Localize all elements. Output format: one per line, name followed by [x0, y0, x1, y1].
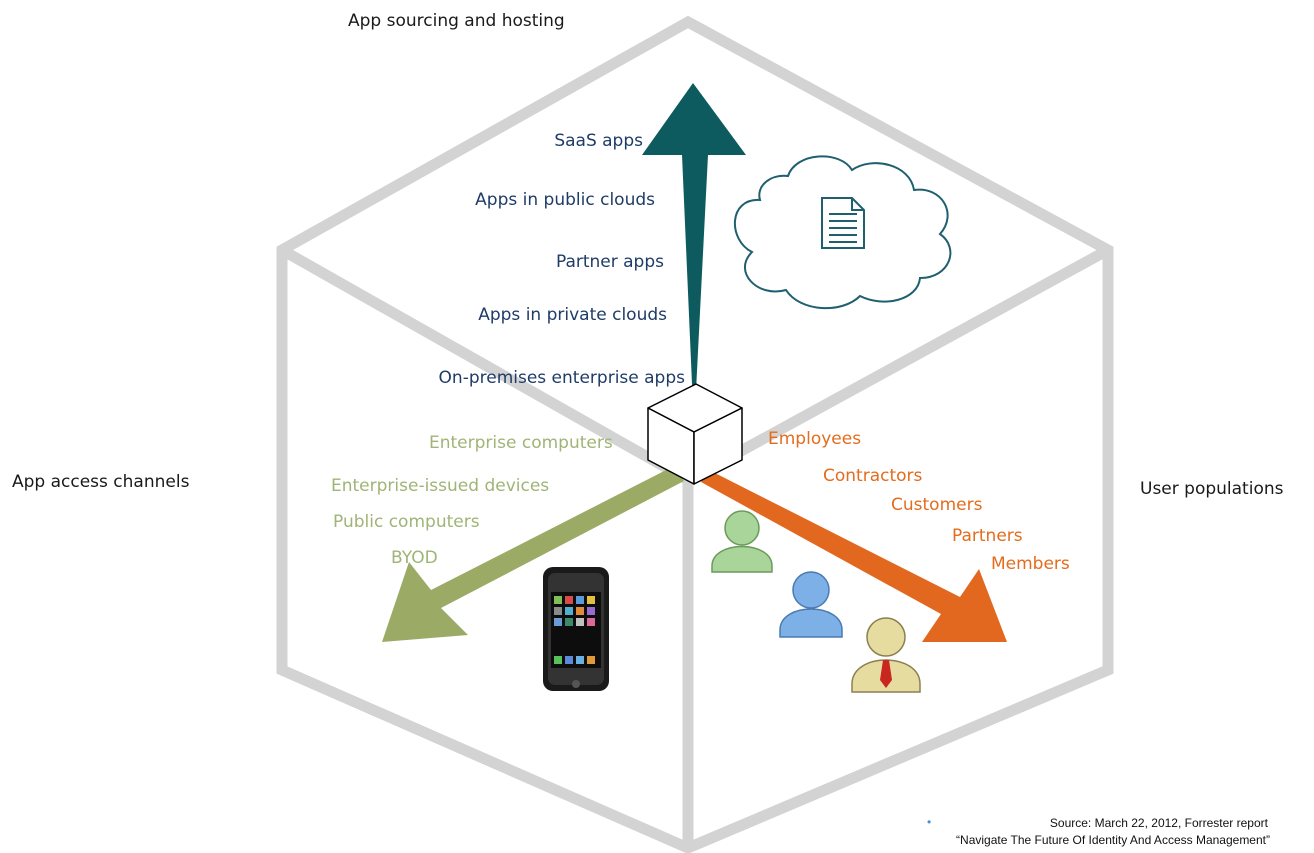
user-item: Members: [991, 554, 1070, 574]
user-manager-icon: [851, 617, 921, 693]
source-bullet: •: [927, 815, 931, 829]
user-items: Employees Contractors Customers Partners…: [768, 429, 1070, 574]
axis-title-hosting: App sourcing and hosting: [348, 11, 565, 31]
axis-title-users: User populations: [1140, 479, 1284, 499]
axis-title-channels: App access channels: [12, 472, 190, 492]
user-item: Contractors: [823, 466, 923, 486]
hexagon-frame: [276, 15, 1114, 853]
hosting-item: On-premises enterprise apps: [439, 368, 686, 388]
source-citation: • Source: March 22, 2012, Forrester repo…: [927, 815, 1270, 847]
channel-item: BYOD: [391, 548, 438, 568]
hosting-item: SaaS apps: [554, 131, 643, 151]
channel-item: Enterprise computers: [429, 433, 613, 453]
center-cube-icon: [647, 383, 743, 485]
channel-arrow: [382, 466, 684, 642]
user-item: Employees: [768, 429, 861, 449]
source-line-2: “Navigate The Future Of Identity And Acc…: [956, 833, 1270, 847]
user-item: Customers: [891, 495, 983, 515]
channel-items: Enterprise computers Enterprise-issued d…: [331, 433, 613, 568]
user-arrow: [701, 470, 1007, 642]
smartphone-icon: [543, 567, 609, 691]
cloud-document-icon: [733, 155, 952, 309]
hosting-item: Partner apps: [556, 252, 664, 272]
user-group-icon: [711, 510, 921, 693]
user-green-icon: [711, 510, 773, 573]
channel-item: Enterprise-issued devices: [331, 476, 549, 496]
hosting-item: Apps in public clouds: [475, 190, 655, 210]
user-item: Partners: [952, 526, 1023, 546]
hosting-items: SaaS apps Apps in public clouds Partner …: [439, 131, 686, 388]
hosting-arrow: [642, 83, 746, 430]
user-blue-icon: [779, 571, 843, 638]
hosting-item: Apps in private clouds: [478, 305, 667, 325]
source-line-1: Source: March 22, 2012, Forrester report: [1050, 816, 1269, 830]
channel-item: Public computers: [333, 512, 480, 532]
